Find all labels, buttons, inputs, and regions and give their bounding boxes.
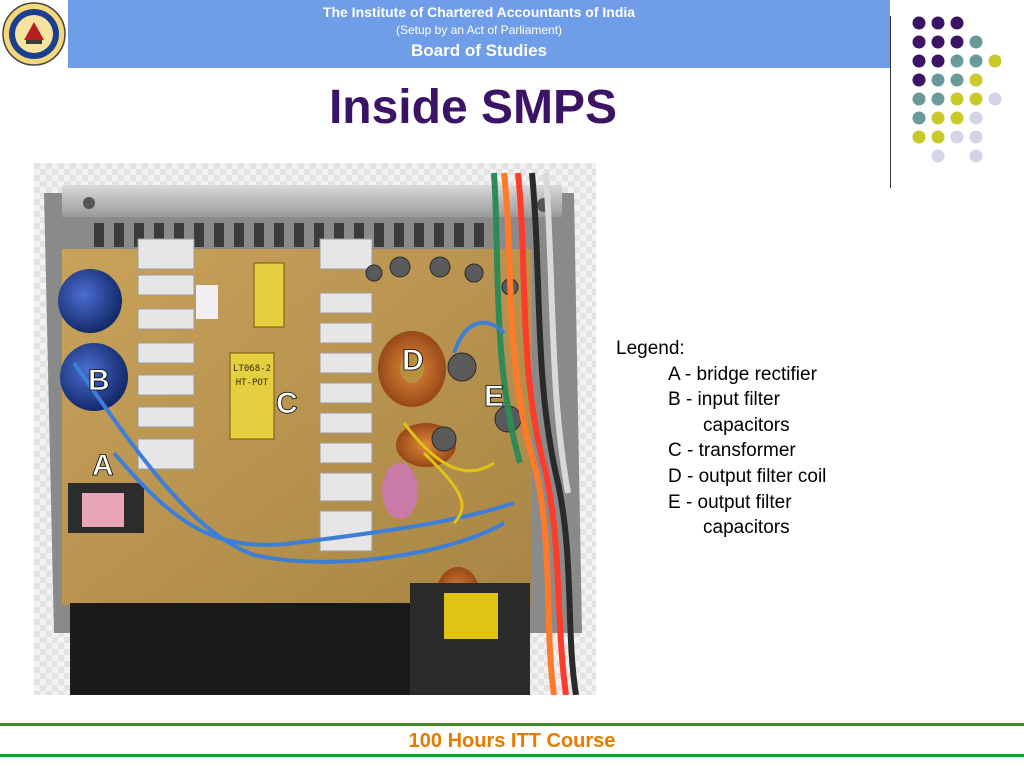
icai-logo xyxy=(0,0,68,68)
photo-label-a: A xyxy=(92,449,114,482)
legend-item-e: E - output filter xyxy=(668,491,792,513)
legend-item-d: D - output filter coil xyxy=(668,465,827,487)
legend-heading: Legend: xyxy=(616,338,685,359)
slide-title: Inside SMPS xyxy=(328,81,618,134)
smps-photo: LT068-2 HT-POT xyxy=(34,163,596,695)
transformer-marking-1: LT068-2 xyxy=(233,364,271,374)
legend-item-c: C - transformer xyxy=(668,440,796,462)
decorative-dot-grid xyxy=(906,10,1016,170)
legend-item-a: A - bridge rectifier xyxy=(668,363,817,385)
vertical-divider xyxy=(890,16,891,188)
photo-label-e: E xyxy=(484,380,504,413)
footer-course-name: 100 Hours ITT Course xyxy=(408,730,616,752)
footer-bottom-rule xyxy=(0,754,1024,757)
institute-subtitle: (Setup by an Act of Parliament) xyxy=(395,23,563,37)
institute-name: The Institute of Chartered Accountants o… xyxy=(322,4,636,20)
photo-label-c: C xyxy=(276,387,298,420)
photo-label-b: B xyxy=(88,364,110,397)
board-name: Board of Studies xyxy=(410,41,547,60)
transformer-marking-2: HT-POT xyxy=(236,378,269,388)
legend: Legend: A - bridge rectifier B - input f… xyxy=(616,336,916,541)
photo-label-d: D xyxy=(402,344,424,377)
legend-item-b-continuation: capacitors xyxy=(703,414,790,436)
legend-item-b: B - input filter xyxy=(668,389,780,411)
legend-item-e-continuation: capacitors xyxy=(703,517,790,539)
header-band: The Institute of Chartered Accountants o… xyxy=(68,0,890,68)
footer-top-rule xyxy=(0,723,1024,726)
